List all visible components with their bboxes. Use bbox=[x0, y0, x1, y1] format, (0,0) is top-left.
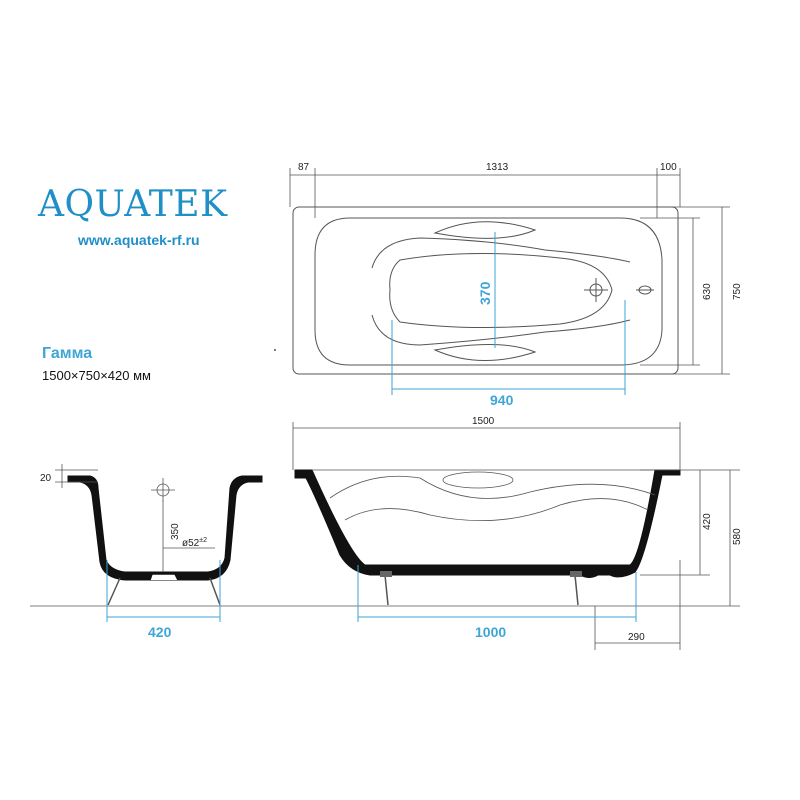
dim-label-drain-diameter: ø52±2 bbox=[182, 537, 207, 549]
side-view bbox=[294, 469, 681, 606]
top-view-dimensions bbox=[289, 168, 730, 375]
dim-label-420-blue: 420 bbox=[148, 624, 172, 640]
top-view-rim bbox=[292, 206, 679, 375]
dim-label-350: 350 bbox=[170, 523, 181, 540]
top-view-headrest-top bbox=[433, 221, 537, 239]
side-view-blue-dimensions bbox=[357, 565, 637, 622]
end-view-drain bbox=[149, 573, 179, 581]
end-view bbox=[67, 475, 263, 606]
end-leg-right bbox=[209, 577, 221, 606]
dim-label-20: 20 bbox=[40, 473, 52, 484]
dim-label-1500: 1500 bbox=[472, 416, 495, 427]
dim-label-87: 87 bbox=[298, 162, 310, 173]
side-leg-right bbox=[574, 574, 579, 606]
brand-logo: AQUATEK bbox=[38, 184, 228, 225]
dim-label-100: 100 bbox=[660, 162, 677, 173]
top-view-blue-dimensions bbox=[391, 232, 626, 395]
top-view-floor bbox=[389, 252, 613, 329]
side-leg-left bbox=[384, 574, 389, 606]
top-view-basin bbox=[314, 217, 663, 366]
dim-label-290: 290 bbox=[628, 632, 645, 643]
side-view-profile bbox=[294, 469, 681, 578]
stray-dot bbox=[274, 349, 276, 351]
end-view-blue-dimensions bbox=[106, 560, 221, 622]
side-view-wave bbox=[329, 475, 656, 499]
dim-label-580: 580 bbox=[732, 528, 743, 545]
product-dimensions: 1500×750×420 мм bbox=[42, 368, 151, 383]
dim-label-630: 630 bbox=[702, 283, 713, 300]
end-view-profile bbox=[67, 475, 263, 581]
dim-label-420: 420 bbox=[702, 513, 713, 530]
product-model: Гамма bbox=[42, 345, 93, 362]
dim-label-940: 940 bbox=[490, 392, 514, 408]
side-leg-left-mount bbox=[380, 571, 392, 577]
side-view-dimensions bbox=[30, 422, 740, 650]
top-view-headrest-bottom bbox=[433, 343, 537, 362]
side-view-headrest bbox=[442, 471, 514, 489]
dim-label-370: 370 bbox=[477, 281, 493, 305]
dim-label-1313: 1313 bbox=[486, 162, 509, 173]
end-leg-left bbox=[107, 577, 121, 606]
top-view-wave-top bbox=[371, 237, 631, 269]
side-leg-right-mount bbox=[570, 571, 582, 577]
brand-url[interactable]: www.aquatek-rf.ru bbox=[78, 232, 200, 248]
dim-label-750: 750 bbox=[732, 283, 743, 300]
top-view-wave-bottom bbox=[371, 314, 631, 346]
dim-label-1000: 1000 bbox=[475, 624, 506, 640]
end-view-dimensions bbox=[55, 464, 215, 572]
